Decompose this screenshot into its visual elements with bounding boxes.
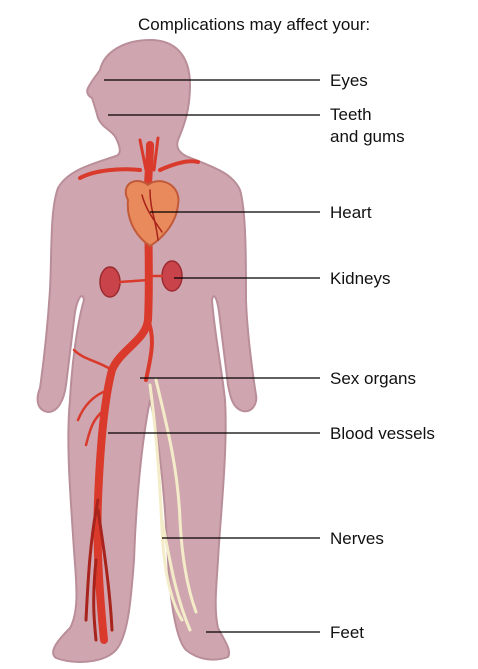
label-blood-vessels: Blood vessels xyxy=(330,424,435,443)
kidney-right xyxy=(162,261,182,291)
kidney-left xyxy=(100,267,120,297)
label-teeth-line2: and gums xyxy=(330,127,405,146)
labels: Eyes Teeth and gums Heart Kidneys Sex or… xyxy=(330,71,435,642)
label-eyes: Eyes xyxy=(330,71,368,90)
label-nerves: Nerves xyxy=(330,529,384,548)
diagram-title: Complications may affect your: xyxy=(138,15,370,34)
body-silhouette xyxy=(38,40,257,662)
human-figure xyxy=(38,40,257,662)
label-kidneys: Kidneys xyxy=(330,269,390,288)
label-teeth-line1: Teeth xyxy=(330,105,372,124)
label-sex-organs: Sex organs xyxy=(330,369,416,388)
label-feet: Feet xyxy=(330,623,364,642)
label-heart: Heart xyxy=(330,203,372,222)
